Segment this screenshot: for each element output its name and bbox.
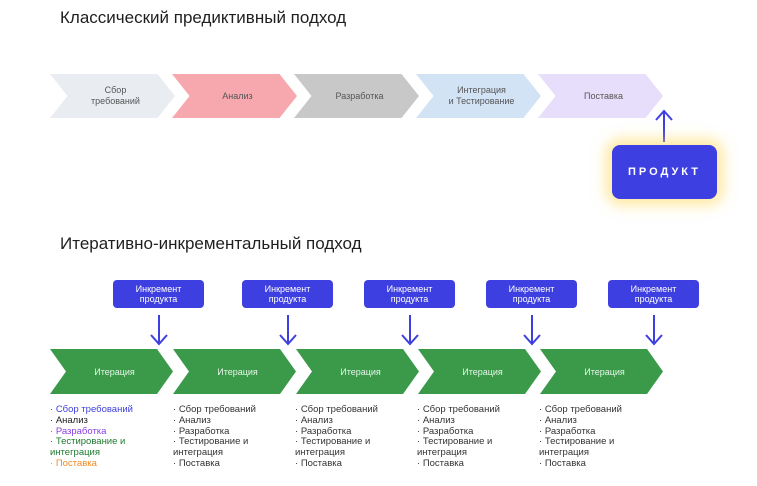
activity-item: · Сбор требований [50, 404, 133, 415]
activity-item: · Анализ [50, 414, 88, 426]
activity-text: Тестирование и [55, 436, 126, 448]
increment-box-1: Инкремент продукта [113, 280, 204, 308]
activity-item: интеграция [173, 447, 291, 459]
activity-item: · Тестирование и [173, 436, 249, 448]
iteration-activities-5: · Сбор требований · Анализ · Разработка … [539, 404, 657, 470]
increment-box-4: Инкремент продукта [486, 280, 577, 308]
activity-text: Анализ [544, 414, 577, 426]
activity-text: интеграция [173, 447, 224, 459]
classic-stage-1: Сбор требований [50, 74, 175, 118]
iteration-5: Итерация [540, 349, 663, 394]
classic-title: Классический предиктивный подход [60, 8, 347, 27]
activity-item: · Тестирование и [417, 436, 493, 448]
activity-item: интеграция [295, 447, 413, 459]
activity-item: · Поставка [50, 457, 97, 469]
activity-text: Поставка [544, 457, 586, 469]
activity-text: Анализ [55, 414, 88, 426]
iterative-title: Итеративно-инкрементальный подход [60, 234, 362, 253]
iteration-3-label: Итерация [340, 366, 381, 377]
activity-text: Поставка [300, 457, 342, 469]
activity-text: Поставка [55, 457, 97, 469]
activity-item: · Разработка [173, 425, 230, 437]
activity-text: Разработка [300, 425, 352, 437]
activity-text: Разработка [55, 425, 107, 437]
activity-text: Тестирование и [300, 436, 371, 448]
activity-text: интеграция [295, 447, 346, 459]
activity-text: интеграция [539, 447, 590, 459]
iteration-5-label: Итерация [584, 366, 625, 377]
activity-item: · Сбор требований [539, 404, 622, 415]
activity-item: · Разработка [539, 425, 596, 437]
arrow-up-to-delivery-icon [655, 109, 673, 142]
iteration-activities-3: · Сбор требований · Анализ · Разработка … [295, 404, 413, 470]
classic-stage-5-label: Поставка [584, 90, 623, 101]
iteration-activities-4: · Сбор требований · Анализ · Разработка … [417, 404, 535, 470]
iteration-activities-1: · Сбор требований · Анализ · Разработка … [50, 404, 168, 470]
classic-stage-2: Анализ [172, 74, 297, 118]
activity-text: Сбор требований [178, 404, 256, 415]
activity-item: · Поставка [295, 457, 342, 469]
arrow-down-icon-5 [645, 315, 663, 346]
activity-text: Сбор требований [544, 404, 622, 415]
activity-item: интеграция [539, 447, 657, 459]
activity-item: · Тестирование и [50, 436, 126, 448]
activity-text: Тестирование и [178, 436, 249, 448]
iteration-2-label: Итерация [217, 366, 258, 377]
activity-text: Анализ [178, 414, 211, 426]
activity-text: Разработка [422, 425, 474, 437]
iteration-2: Итерация [173, 349, 296, 394]
activity-text: Сбор требований [55, 404, 133, 415]
iteration-4-label: Итерация [462, 366, 503, 377]
activity-item: · Разработка [417, 425, 474, 437]
activity-item: · Анализ [417, 414, 455, 426]
activity-item: · Тестирование и [295, 436, 371, 448]
activity-text: Тестирование и [544, 436, 615, 448]
iteration-4: Итерация [418, 349, 541, 394]
arrow-down-icon-3 [401, 315, 419, 346]
classic-stage-3-label: Разработка [335, 90, 384, 101]
activity-item: · Тестирование и [539, 436, 615, 448]
iteration-1: Итерация [50, 349, 173, 394]
classic-stage-3: Разработка [294, 74, 419, 118]
activity-item: · Анализ [295, 414, 333, 426]
arrow-down-icon-1 [150, 315, 168, 346]
activity-text: Поставка [178, 457, 220, 469]
activity-text: Разработка [178, 425, 230, 437]
activity-item: интеграция [417, 447, 535, 459]
increment-box-5: Инкремент продукта [608, 280, 699, 308]
iteration-1-label: Итерация [94, 366, 135, 377]
activity-item: · Сбор требований [173, 404, 256, 415]
classic-stage-4: Интеграция и Тестирование [416, 74, 541, 118]
activity-item: · Разработка [50, 425, 107, 437]
activity-text: Сбор требований [422, 404, 500, 415]
activity-item: · Поставка [539, 457, 586, 469]
arrow-down-icon-4 [523, 315, 541, 346]
activity-item: · Поставка [173, 457, 220, 469]
activity-item: · Разработка [295, 425, 352, 437]
activity-text: Тестирование и [422, 436, 493, 448]
activity-item: · Анализ [539, 414, 577, 426]
activity-text: Разработка [544, 425, 596, 437]
activity-item: интеграция [50, 447, 168, 459]
activity-item: · Сбор требований [417, 404, 500, 415]
iteration-3: Итерация [296, 349, 419, 394]
activity-text: Анализ [422, 414, 455, 426]
product-box: ПРОДУКТ [612, 145, 717, 199]
activity-text: Анализ [300, 414, 333, 426]
activity-text: Поставка [422, 457, 464, 469]
activity-item: · Анализ [173, 414, 211, 426]
classic-stage-5: Поставка [538, 74, 663, 118]
activity-item: · Поставка [417, 457, 464, 469]
activity-text: интеграция [417, 447, 468, 459]
activity-item: · Сбор требований [295, 404, 378, 415]
activity-text: Сбор требований [300, 404, 378, 415]
classic-stage-2-label: Анализ [222, 90, 253, 101]
increment-box-2: Инкремент продукта [242, 280, 333, 308]
activity-text: интеграция [50, 447, 101, 459]
classic-stage-1-label: Сбор требований [91, 85, 140, 106]
increment-box-3: Инкремент продукта [364, 280, 455, 308]
classic-stage-4-label: Интеграция и Тестирование [448, 85, 515, 106]
arrow-down-icon-2 [279, 315, 297, 346]
iteration-activities-2: · Сбор требований · Анализ · Разработка … [173, 404, 291, 470]
